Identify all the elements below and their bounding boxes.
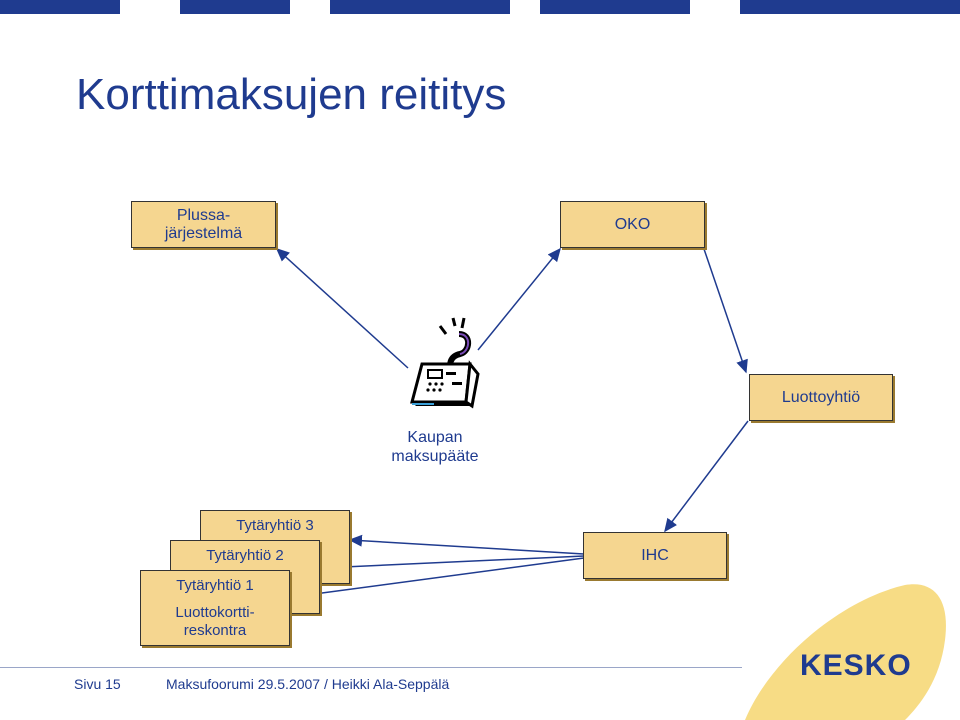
arrow-oko-to-luottoyhtio xyxy=(703,248,748,374)
terminal-label: Kaupan maksupääte xyxy=(391,429,479,465)
kesko-logo: KESKO xyxy=(800,649,912,682)
arrow-ihc-to-tytaryhtio2 xyxy=(320,555,585,574)
top-color-bar xyxy=(0,0,960,14)
ihc-box: IHC xyxy=(583,532,727,579)
oko-box: OKO xyxy=(560,201,705,248)
tytaryhtio1-label: Tytäryhtiö 1 xyxy=(176,577,254,594)
arrow-ihc-to-tytaryhtio3 xyxy=(348,534,585,555)
footer-page-number: Sivu 15 xyxy=(74,676,121,692)
footer-meta: Maksufoorumi 29.5.2007 / Heikki Ala-Sepp… xyxy=(166,676,450,692)
tytaryhtio1-card: Tytäryhtiö 1 Luottokortti- reskontra xyxy=(140,570,290,646)
plussa-system-box: Plussa- järjestelmä xyxy=(131,201,276,248)
arrow-luottoyhtio-to-ihc xyxy=(664,420,749,533)
arrow-terminal-to-oko xyxy=(477,247,561,351)
payment-terminal-icon xyxy=(410,317,480,409)
arrow-ihc-to-tytaryhtio1 xyxy=(290,557,585,602)
page-title: Korttimaksujen reititys xyxy=(76,70,507,119)
arrow-terminal-to-plussa xyxy=(275,247,409,369)
tytaryhtio3-label: Tytäryhtiö 3 xyxy=(236,517,314,534)
reskontra-label: Luottokortti- reskontra xyxy=(175,604,255,639)
tytaryhtio2-label: Tytäryhtiö 2 xyxy=(206,547,284,564)
footer-divider xyxy=(0,667,742,668)
luottoyhtio-box: Luottoyhtiö xyxy=(749,374,893,421)
